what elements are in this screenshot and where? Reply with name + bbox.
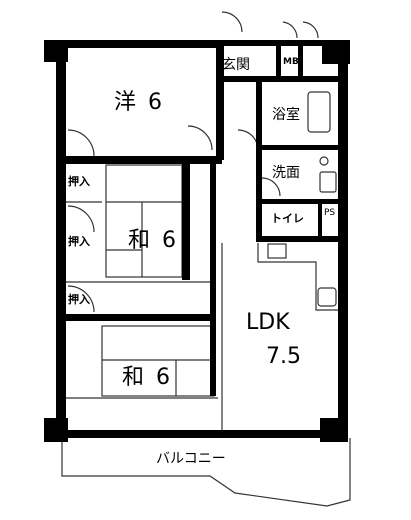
column	[44, 40, 68, 62]
wall	[256, 82, 262, 242]
column	[320, 418, 348, 442]
door-swing	[282, 21, 298, 39]
wall	[256, 145, 340, 150]
closet-2-label: 押入	[68, 235, 90, 248]
western-room-size: 6	[148, 90, 162, 115]
bathtub	[307, 91, 331, 133]
entrance-label: 玄関	[222, 57, 250, 73]
bath-label: 浴室	[272, 107, 300, 123]
washer-icon	[319, 156, 329, 166]
tatami-grid-upper	[105, 164, 183, 278]
mb-label: MB	[283, 57, 299, 67]
door-swing	[187, 125, 213, 151]
wall	[56, 40, 220, 48]
japanese-lower-name: 和	[122, 365, 145, 390]
balcony-outline	[61, 438, 351, 507]
japanese-upper-name: 和	[128, 228, 151, 253]
wall	[256, 199, 340, 204]
western-room-name: 洋	[114, 90, 137, 115]
door-swing	[67, 129, 95, 157]
balcony-label: バルコニー	[156, 451, 226, 467]
door-swing	[67, 205, 95, 233]
japanese-lower-size: 6	[156, 365, 170, 390]
wall	[182, 156, 190, 280]
ldk-size: 7.5	[266, 344, 301, 369]
wash-basin	[319, 171, 337, 193]
toilet-label: トイレ	[271, 212, 304, 225]
door-swing	[221, 11, 243, 33]
wall	[256, 236, 340, 242]
column	[322, 40, 350, 64]
washroom-label: 洗面	[272, 165, 300, 181]
door-swing	[67, 285, 95, 313]
wall	[276, 40, 281, 80]
kitchen-sink	[317, 287, 337, 307]
column	[44, 418, 68, 442]
closet-1-label: 押入	[68, 175, 90, 188]
wall	[216, 40, 224, 160]
door-swing	[237, 129, 259, 151]
wall	[298, 40, 303, 80]
ldk-name: LDK	[246, 310, 290, 335]
wall	[338, 40, 348, 440]
wall	[62, 314, 216, 321]
wall	[318, 200, 322, 240]
wall	[56, 430, 346, 438]
closet-3-label: 押入	[68, 293, 90, 306]
wall	[222, 76, 342, 82]
wall	[62, 156, 222, 164]
stove	[267, 243, 287, 259]
ps-label: PS	[324, 208, 336, 218]
door-swing	[261, 177, 281, 197]
wall	[56, 40, 66, 440]
kitchen-counter	[257, 243, 346, 311]
door-swing	[302, 21, 319, 39]
wall	[210, 156, 216, 396]
japanese-upper-size: 6	[162, 228, 176, 253]
